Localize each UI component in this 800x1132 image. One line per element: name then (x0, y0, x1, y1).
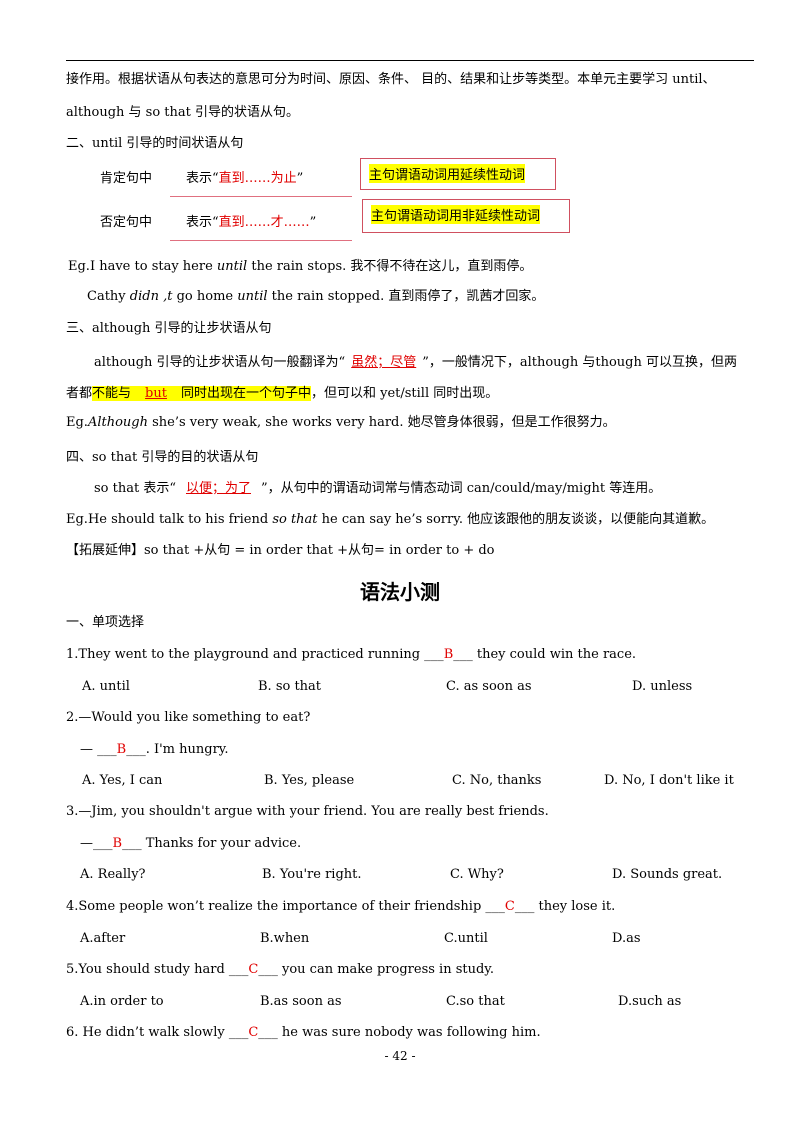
question-2-response: — ___B___. I'm hungry. (80, 742, 229, 757)
q5-option-c: C.so that (446, 994, 505, 1009)
negative-underline (170, 240, 352, 241)
answer-6: C (248, 1025, 259, 1040)
q2-option-b: B. Yes, please (264, 773, 355, 788)
intro-line-2: although 与 so that 引导的状语从句。 (66, 105, 299, 120)
q2-option-c: C. No, thanks (452, 773, 542, 788)
q3-option-b: B. You're right. (262, 867, 362, 882)
answer-5: C (248, 962, 259, 977)
q1-option-c: C. as soon as (446, 679, 532, 694)
q1-option-d: D. unless (632, 679, 693, 694)
although-heading: 三、although 引导的让步状语从句 (66, 321, 272, 336)
question-2: 2.—Would you like something to eat? (66, 710, 311, 725)
although-example: Eg.Although she’s very weak, she works v… (66, 415, 616, 430)
header-rule (66, 60, 754, 61)
q3-option-d: D. Sounds great. (612, 867, 723, 882)
answer-2: B (116, 742, 127, 757)
question-3: 3.—Jim, you shouldn't argue with your fr… (66, 804, 549, 819)
sothat-example: Eg.He should talk to his friend so that … (66, 512, 715, 527)
question-3-response: —___B___ Thanks for your advice. (80, 836, 302, 851)
positive-label: 肯定句中 (100, 171, 153, 186)
q1-option-a: A. until (82, 679, 130, 694)
q1-option-b: B. so that (258, 679, 322, 694)
question-4: 4.Some people won’t realize the importan… (66, 899, 616, 914)
question-5: 5.You should study hard ___C___ you can … (66, 962, 495, 977)
answer-1: B (443, 647, 454, 662)
page-number: - 42 - (384, 1049, 416, 1063)
until-example-1: Eg.I have to stay here until the rain st… (68, 259, 533, 274)
q4-option-a: A.after (80, 931, 126, 946)
positive-meaning: 表示“直到……为止” (186, 171, 304, 186)
negative-rule-box: 主句谓语动词用非延续性动词 (362, 199, 570, 233)
positive-rule-box: 主句谓语动词用延续性动词 (360, 158, 556, 190)
negative-label: 否定句中 (100, 215, 153, 230)
q3-option-c: C. Why? (450, 867, 504, 882)
q2-option-a: A. Yes, I can (82, 773, 163, 788)
question-1: 1.They went to the playground and practi… (66, 647, 637, 662)
q2-option-d: D. No, I don't like it (604, 773, 734, 788)
intro-line-1: 接作用。根据状语从句表达的意思可分为时间、原因、条件、 目的、结果和让步等类型。… (66, 72, 716, 87)
answer-4: C (504, 899, 515, 914)
quiz-part-heading: 一、单项选择 (66, 615, 145, 630)
sothat-heading: 四、so that 引导的目的状语从句 (66, 450, 259, 465)
until-example-2: Cathy didn ,t go home until the rain sto… (87, 289, 545, 304)
q5-option-a: A.in order to (80, 994, 164, 1009)
q5-option-b: B.as soon as (260, 994, 342, 1009)
q4-option-b: B.when (260, 931, 310, 946)
q5-option-d: D.such as (618, 994, 682, 1009)
extension-note: 【拓展延伸】so that +从句 = in order that +从句= i… (66, 543, 495, 558)
although-paragraph-1: although 引导的让步状语从句一般翻译为“虽然；尽管”，一般情况下，alt… (94, 355, 738, 370)
negative-meaning: 表示“直到……才……” (186, 215, 317, 230)
quiz-title: 语法小测 (360, 580, 440, 604)
q4-option-c: C.until (444, 931, 488, 946)
until-heading: 二、until 引导的时间状语从句 (66, 136, 244, 151)
positive-underline (170, 196, 352, 197)
sothat-paragraph: so that 表示“以便；为了”，从句中的谓语动词常与情态动词 can/cou… (94, 481, 662, 496)
answer-3: B (112, 836, 123, 851)
q4-option-d: D.as (612, 931, 641, 946)
q3-option-a: A. Really? (80, 867, 146, 882)
question-6: 6. He didn’t walk slowly ___C___ he was … (66, 1025, 541, 1040)
